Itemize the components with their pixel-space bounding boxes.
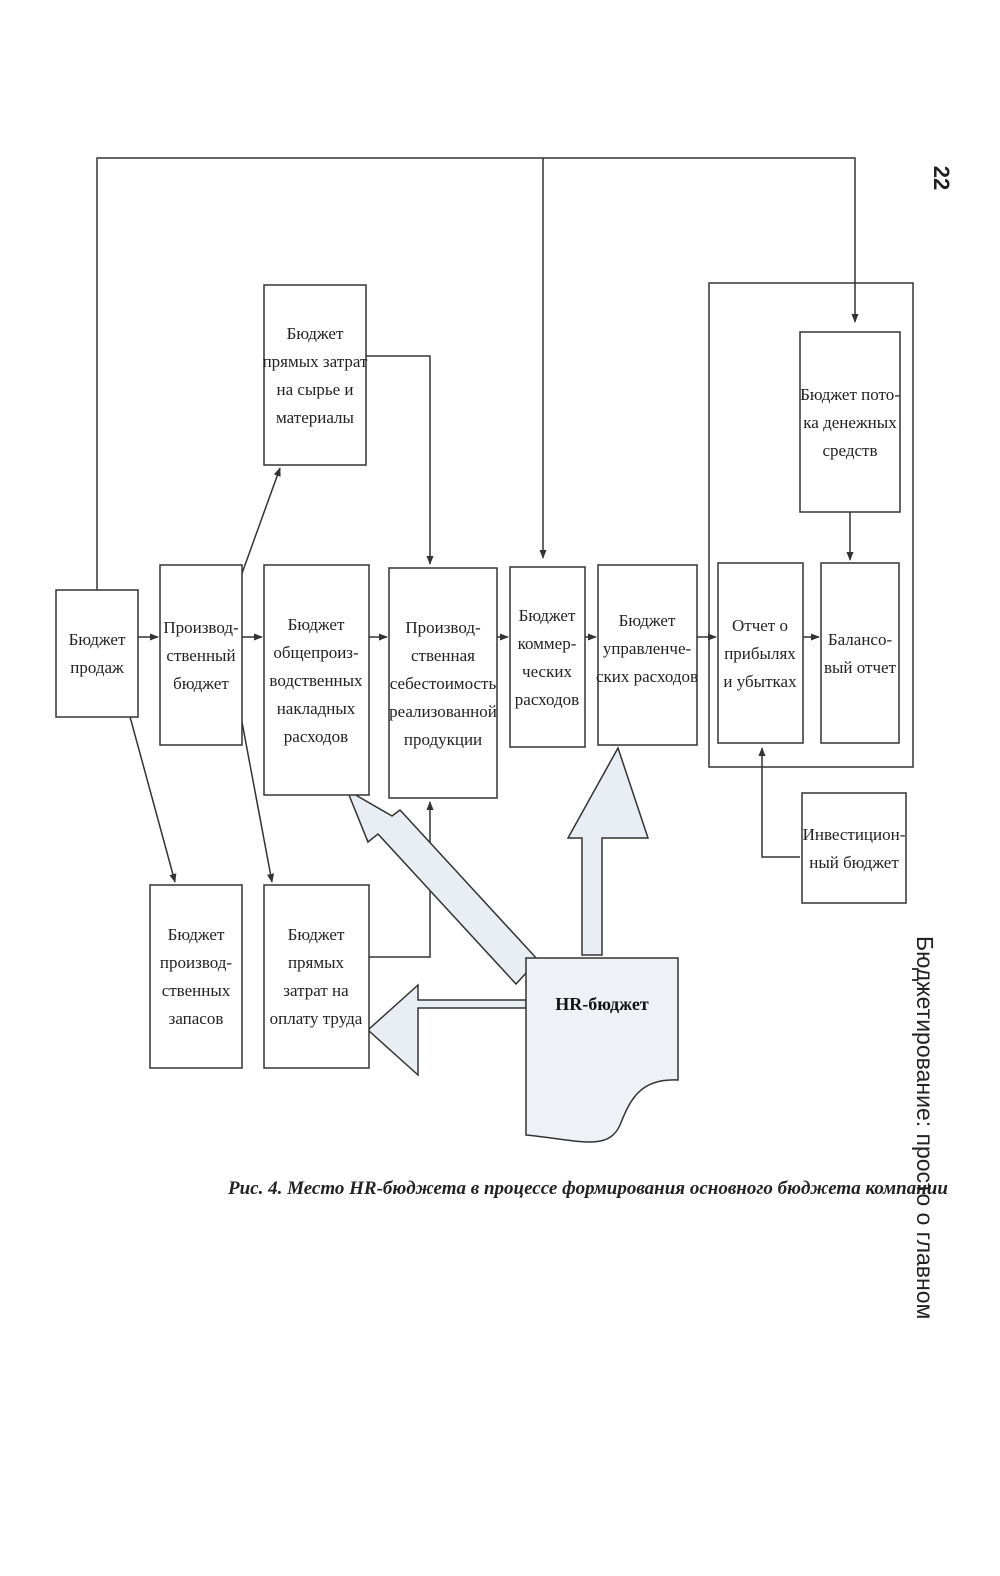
label-investment-line: ный бюджет bbox=[809, 853, 899, 872]
label-overhead-line: накладных bbox=[277, 699, 356, 718]
label-admin: Бюджет управленче-ских расходов bbox=[596, 611, 698, 686]
label-admin-line: Бюджет bbox=[619, 611, 676, 630]
label-labor-line: затрат на bbox=[283, 981, 349, 1000]
label-labor-line: оплату труда bbox=[270, 1009, 363, 1028]
box-production bbox=[159, 564, 243, 746]
box-commercial bbox=[509, 566, 586, 748]
label-pnl: Отчет о прибылях и убытках bbox=[723, 616, 797, 691]
label-sales-line: Бюджет bbox=[69, 630, 126, 649]
label-investment: Инвестицион-ный бюджет bbox=[803, 825, 906, 872]
box-inventory bbox=[149, 884, 243, 1069]
hr-arrow-to-overhead bbox=[345, 788, 540, 986]
label-balance-line: вый отчет bbox=[824, 658, 897, 677]
label-materials: Бюджет прямых затрат на сырье и материалы bbox=[263, 324, 368, 427]
label-commercial-line: коммер- bbox=[518, 634, 577, 653]
running-head: Бюджетирование: просто о главном bbox=[912, 936, 938, 1320]
label-cashflow-line: Бюджет пото- bbox=[800, 385, 900, 404]
hr-arrow-to-admin bbox=[566, 746, 650, 956]
label-overhead-line: Бюджет bbox=[288, 615, 345, 634]
connector-investment-to-pnl bbox=[758, 747, 800, 858]
box-balance bbox=[820, 562, 900, 744]
hr-influence-arrows bbox=[345, 746, 650, 1077]
label-cashflow: Бюджет пото-ка денежных средств bbox=[800, 385, 900, 460]
label-cost-line: продукции bbox=[404, 730, 482, 749]
label-materials-line: Бюджет bbox=[287, 324, 344, 343]
label-sales-line: продаж bbox=[70, 658, 124, 677]
page-number: 22 bbox=[929, 165, 954, 191]
label-labor: Бюджет прямых затрат на оплату труда bbox=[270, 925, 363, 1028]
label-inventory-line: производ- bbox=[160, 953, 232, 972]
label-materials-line: материалы bbox=[276, 408, 354, 427]
label-cost: Производ-ственная себестоимость реализован… bbox=[389, 618, 497, 749]
label-hr-line: HR-бюджет bbox=[555, 994, 649, 1014]
label-admin-line: управленче- bbox=[603, 639, 692, 658]
label-production-line: ственный bbox=[166, 646, 235, 665]
box-labor bbox=[263, 884, 370, 1069]
label-inventory-line: запасов bbox=[169, 1009, 224, 1028]
label-inventory-line: ственных bbox=[162, 981, 231, 1000]
label-overhead-line: водственных bbox=[269, 671, 363, 690]
label-labor-line: прямых bbox=[288, 953, 345, 972]
hr-arrow-to-labor bbox=[366, 983, 527, 1077]
label-admin-line: ских расходов bbox=[596, 667, 698, 686]
label-cost-line: ственная bbox=[411, 646, 475, 665]
reporting-group-frame bbox=[708, 282, 914, 768]
label-labor-line: Бюджет bbox=[288, 925, 345, 944]
box-sales bbox=[55, 589, 139, 718]
box-cashflow bbox=[799, 331, 901, 513]
label-commercial-line: ческих bbox=[522, 662, 572, 681]
label-commercial-line: Бюджет bbox=[519, 606, 576, 625]
label-commercial-line: расходов bbox=[515, 690, 579, 709]
hr-budget-shape bbox=[525, 957, 679, 1143]
label-overhead: Бюджет общепроиз-водственных накладных расх… bbox=[269, 615, 363, 746]
label-cost-line: себестоимость bbox=[390, 674, 497, 693]
label-inventory-line: Бюджет bbox=[168, 925, 225, 944]
label-sales: Бюджет продаж bbox=[69, 630, 126, 677]
label-investment-line: Инвестицион- bbox=[803, 825, 906, 844]
label-balance: Балансо-вый отчет bbox=[824, 630, 897, 677]
label-pnl-line: прибылях bbox=[724, 644, 796, 663]
label-materials-line: на сырье и bbox=[276, 380, 353, 399]
box-cost bbox=[388, 567, 498, 799]
connector-lines bbox=[96, 157, 859, 958]
label-production: Производ-ственный бюджет bbox=[163, 618, 239, 693]
box-admin bbox=[597, 564, 698, 746]
connector-sales-top-loop bbox=[96, 157, 859, 590]
label-hr: HR-бюджет bbox=[555, 994, 649, 1014]
label-pnl-line: Отчет о bbox=[732, 616, 788, 635]
label-balance-line: Балансо- bbox=[828, 630, 893, 649]
box-pnl bbox=[717, 562, 804, 744]
label-cost-line: Производ- bbox=[405, 618, 481, 637]
label-inventory: Бюджет производ-ственных запасов bbox=[160, 925, 232, 1028]
connector-materials-to-cost bbox=[366, 355, 434, 565]
label-overhead-line: расходов bbox=[284, 727, 348, 746]
label-overhead-line: общепроиз- bbox=[273, 643, 359, 662]
label-pnl-line: и убытках bbox=[723, 672, 797, 691]
label-cashflow-line: средств bbox=[822, 441, 877, 460]
label-production-line: бюджет bbox=[173, 674, 229, 693]
label-commercial: Бюджет коммер-ческих расходов bbox=[515, 606, 579, 709]
label-production-line: Производ- bbox=[163, 618, 239, 637]
label-materials-line: прямых затрат bbox=[263, 352, 368, 371]
box-materials bbox=[263, 284, 367, 466]
figure-caption: Рис. 4. Место HR-бюджета в процессе форм… bbox=[228, 1178, 948, 1199]
box-investment bbox=[801, 792, 907, 904]
box-overhead bbox=[263, 564, 370, 796]
connector-production-to-materials bbox=[235, 467, 281, 591]
label-cost-line: реализованной bbox=[389, 702, 497, 721]
label-cashflow-line: ка денежных bbox=[803, 413, 897, 432]
